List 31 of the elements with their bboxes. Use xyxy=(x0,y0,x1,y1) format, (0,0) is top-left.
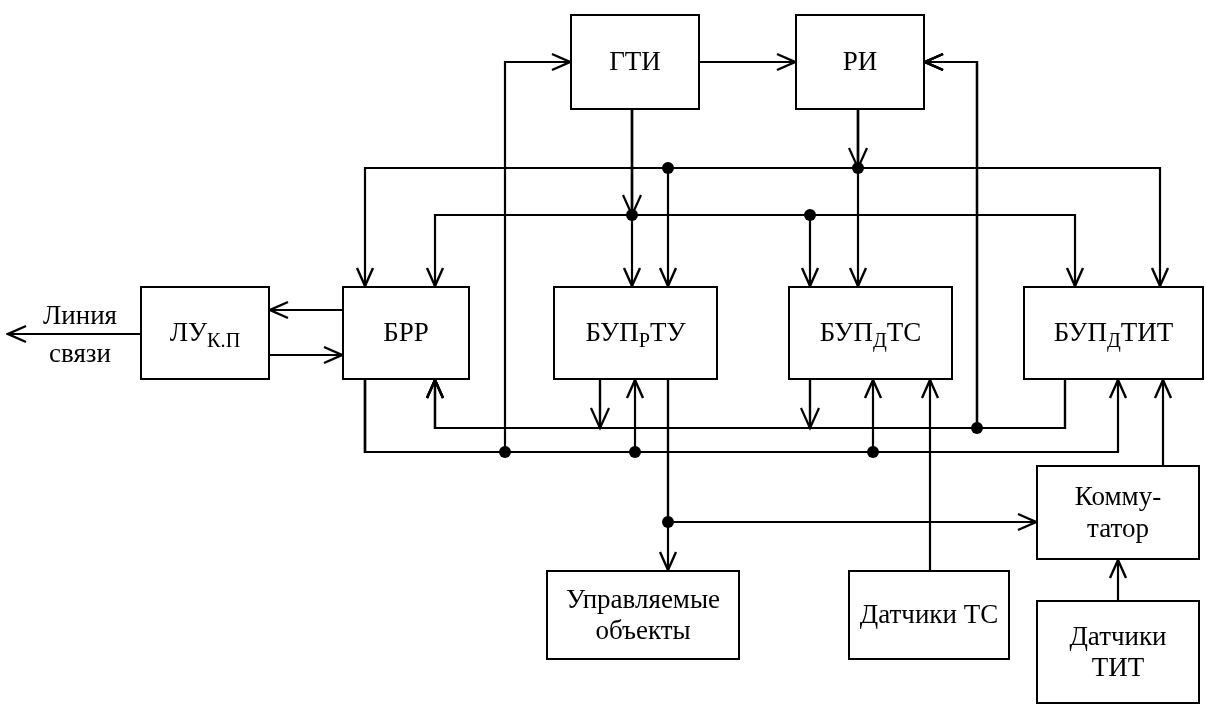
block-label: ЛУ$_{К.П}$ xyxy=(169,317,241,349)
arrow xyxy=(920,378,940,570)
arrow xyxy=(666,380,1038,532)
block-box xyxy=(553,286,718,380)
arrow xyxy=(700,52,797,72)
block-box xyxy=(1036,600,1200,704)
block-label: Комму-татор xyxy=(1073,481,1163,544)
block-label: ГТИ xyxy=(609,46,661,78)
block-label: БРР xyxy=(383,317,429,349)
arrow xyxy=(630,110,1085,288)
block-label: Управляемые объекты xyxy=(564,583,722,647)
block-label: БУП$_{Р}$ТУ xyxy=(585,317,686,349)
block-box xyxy=(1036,465,1200,560)
arrow xyxy=(1153,378,1173,465)
arrow xyxy=(856,110,1170,288)
block-label: Датчики ТС xyxy=(859,599,999,631)
block-label: Датчики ТИТ xyxy=(1068,620,1168,684)
block-box xyxy=(795,14,925,110)
block-box xyxy=(140,286,270,380)
arrow xyxy=(1108,558,1128,600)
block-box xyxy=(1023,286,1204,380)
edge-label: Линия связи xyxy=(41,299,119,370)
arrow xyxy=(270,345,344,365)
block-label: РИ xyxy=(842,46,878,78)
arrow xyxy=(6,324,140,344)
block-box xyxy=(546,570,740,660)
block-box xyxy=(848,570,1010,660)
block-box xyxy=(788,286,953,380)
block-box xyxy=(342,286,470,380)
block-box xyxy=(570,14,700,110)
arrow xyxy=(363,378,1128,454)
